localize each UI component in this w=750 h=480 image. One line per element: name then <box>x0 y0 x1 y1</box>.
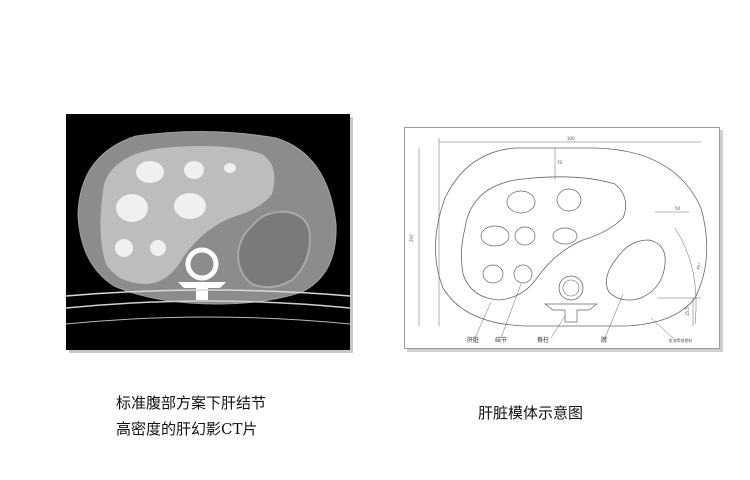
ct-table-line <box>66 300 350 309</box>
ct-scan-svg <box>66 114 350 350</box>
schematic-nodule <box>556 188 582 212</box>
schematic-spleen-outline <box>605 239 666 301</box>
leader-line <box>474 301 492 339</box>
schematic-nodule <box>513 264 533 284</box>
dim-height-label: 200 <box>409 234 414 242</box>
schematic-liver-outline <box>461 176 627 301</box>
schematic-nodule <box>506 190 536 214</box>
ct-image-caption: 标准腹部方案下肝结节 高密度的肝幻影CT片 <box>116 390 266 442</box>
ct-table-line <box>66 289 350 297</box>
schematic-nodule <box>480 225 510 247</box>
ct-nodule <box>115 239 133 257</box>
ct-spine <box>178 247 226 300</box>
ct-nodule <box>174 193 206 219</box>
ct-nodule <box>184 161 204 179</box>
liver-phantom-schematic: 300 200 70 50 15.5 45° 肝脏 结节 脊柱 脾 -发泡等效塑… <box>404 127 720 349</box>
schematic-svg: 300 200 70 50 15.5 45° 肝脏 结节 脊柱 脾 -发泡等效塑… <box>409 136 708 344</box>
schematic-nodule <box>514 226 536 246</box>
ct-scan-image <box>66 114 350 350</box>
dim-d1-label: 70 <box>557 160 563 165</box>
ct-caption-line2: 高密度的肝幻影CT片 <box>116 420 258 438</box>
ct-nodule <box>224 163 236 173</box>
dim-d3-label: 15.5 <box>685 307 690 316</box>
ct-nodule <box>116 194 148 222</box>
label-material: -发泡等效塑料 <box>667 337 692 343</box>
leader-line <box>650 317 674 339</box>
schematic-nodule <box>482 264 504 284</box>
ct-spleen-region <box>236 210 312 289</box>
label-spine: 脊柱 <box>537 336 549 344</box>
schematic-spine <box>543 275 599 323</box>
schematic-caption: 肝脏模体示意图 <box>478 404 584 422</box>
leader-line <box>550 315 566 339</box>
schematic-body-outline <box>435 147 708 327</box>
schematic-nodule <box>552 227 578 245</box>
dim-width-label: 300 <box>567 136 575 141</box>
label-liver: 肝脏 <box>467 336 479 344</box>
label-spleen: 脾 <box>601 336 607 344</box>
ct-nodule <box>136 161 164 183</box>
leader-line <box>500 283 522 339</box>
dimension-arc <box>674 227 697 325</box>
label-nodule: 结节 <box>495 336 507 344</box>
ct-caption-line1: 标准腹部方案下肝结节 <box>116 394 267 412</box>
dim-angle-label: 45° <box>695 262 702 270</box>
dim-d2-label: 50 <box>675 206 681 211</box>
ct-nodule <box>150 240 166 256</box>
leader-line <box>604 293 624 339</box>
ct-table-line <box>66 316 350 325</box>
